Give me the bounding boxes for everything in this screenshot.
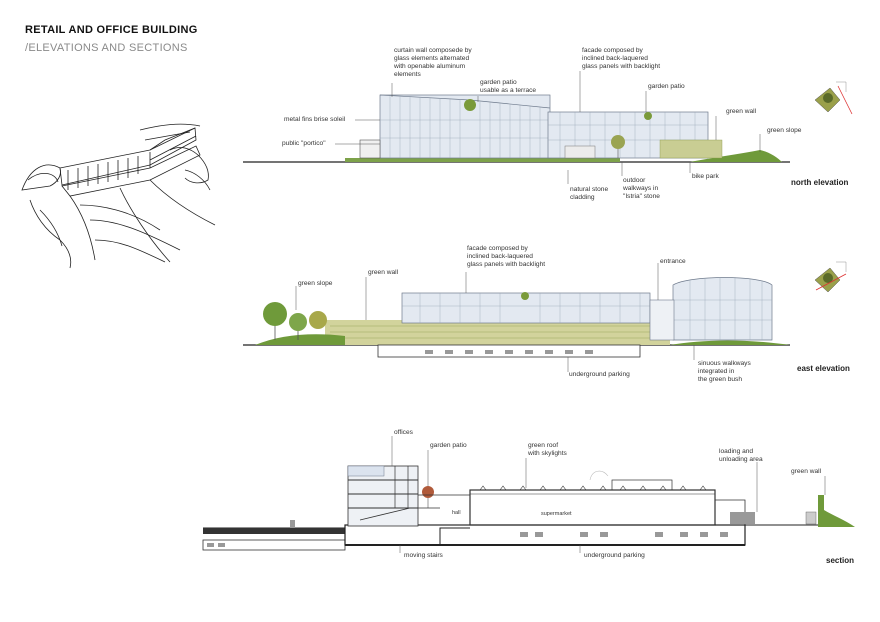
north-elevation-title: north elevation [791, 178, 849, 187]
page-subtitle: /ELEVATIONS AND SECTIONS [25, 42, 188, 54]
label-garden-patio-terrace: garden patio usable as a terrace [480, 79, 537, 94]
label-green-roof: green roof with skylights [528, 442, 567, 457]
label-north-green-wall: green wall [726, 108, 757, 115]
perspective-sketch [21, 123, 216, 269]
label-loading: loading and unloading area [719, 448, 763, 463]
label-bike-park: bike park [692, 173, 719, 180]
north-elevation [243, 71, 853, 184]
label-stone-cladding: natural stone cladding [570, 186, 609, 201]
east-elevation-title: east elevation [797, 364, 850, 373]
label-section-parking: underground parking [584, 552, 645, 559]
label-portico: public "portico" [282, 140, 326, 147]
label-sinuous-walkways: sinuous walkways integrated in the green… [698, 360, 751, 383]
label-north-green-slope: green slope [767, 127, 802, 134]
east-elevation [243, 261, 847, 372]
label-north-facade: facade composed by inclined back-laquere… [582, 47, 661, 70]
label-metal-fins: metal fins brise soleil [284, 116, 346, 123]
label-east-parking: underground parking [569, 371, 630, 378]
label-curtain-wall: curtain wall composede by glass elements… [394, 47, 472, 78]
label-section-garden-patio: garden patio [430, 442, 467, 449]
label-east-facade: facade composed by inclined back-laquere… [467, 245, 546, 268]
label-east-green-wall: green wall [368, 269, 399, 276]
building-section [202, 436, 855, 553]
label-moving-stairs: moving stairs [404, 552, 443, 559]
section-title: section [826, 556, 855, 565]
label-offices: offices [394, 429, 413, 436]
north-compass-icon [814, 81, 853, 115]
label-supermarket: supermarket [541, 511, 572, 517]
page-title: RETAIL AND OFFICE BUILDING [25, 24, 198, 36]
label-hall: hall [452, 510, 461, 516]
label-walkways: outdoor walkways in "Istria" stone [623, 177, 660, 200]
label-entrance: entrance [660, 258, 686, 265]
label-section-green-wall: green wall [791, 468, 822, 475]
east-compass-icon [814, 261, 847, 293]
label-north-garden-patio: garden patio [648, 83, 685, 90]
label-east-green-slope: green slope [298, 280, 333, 287]
